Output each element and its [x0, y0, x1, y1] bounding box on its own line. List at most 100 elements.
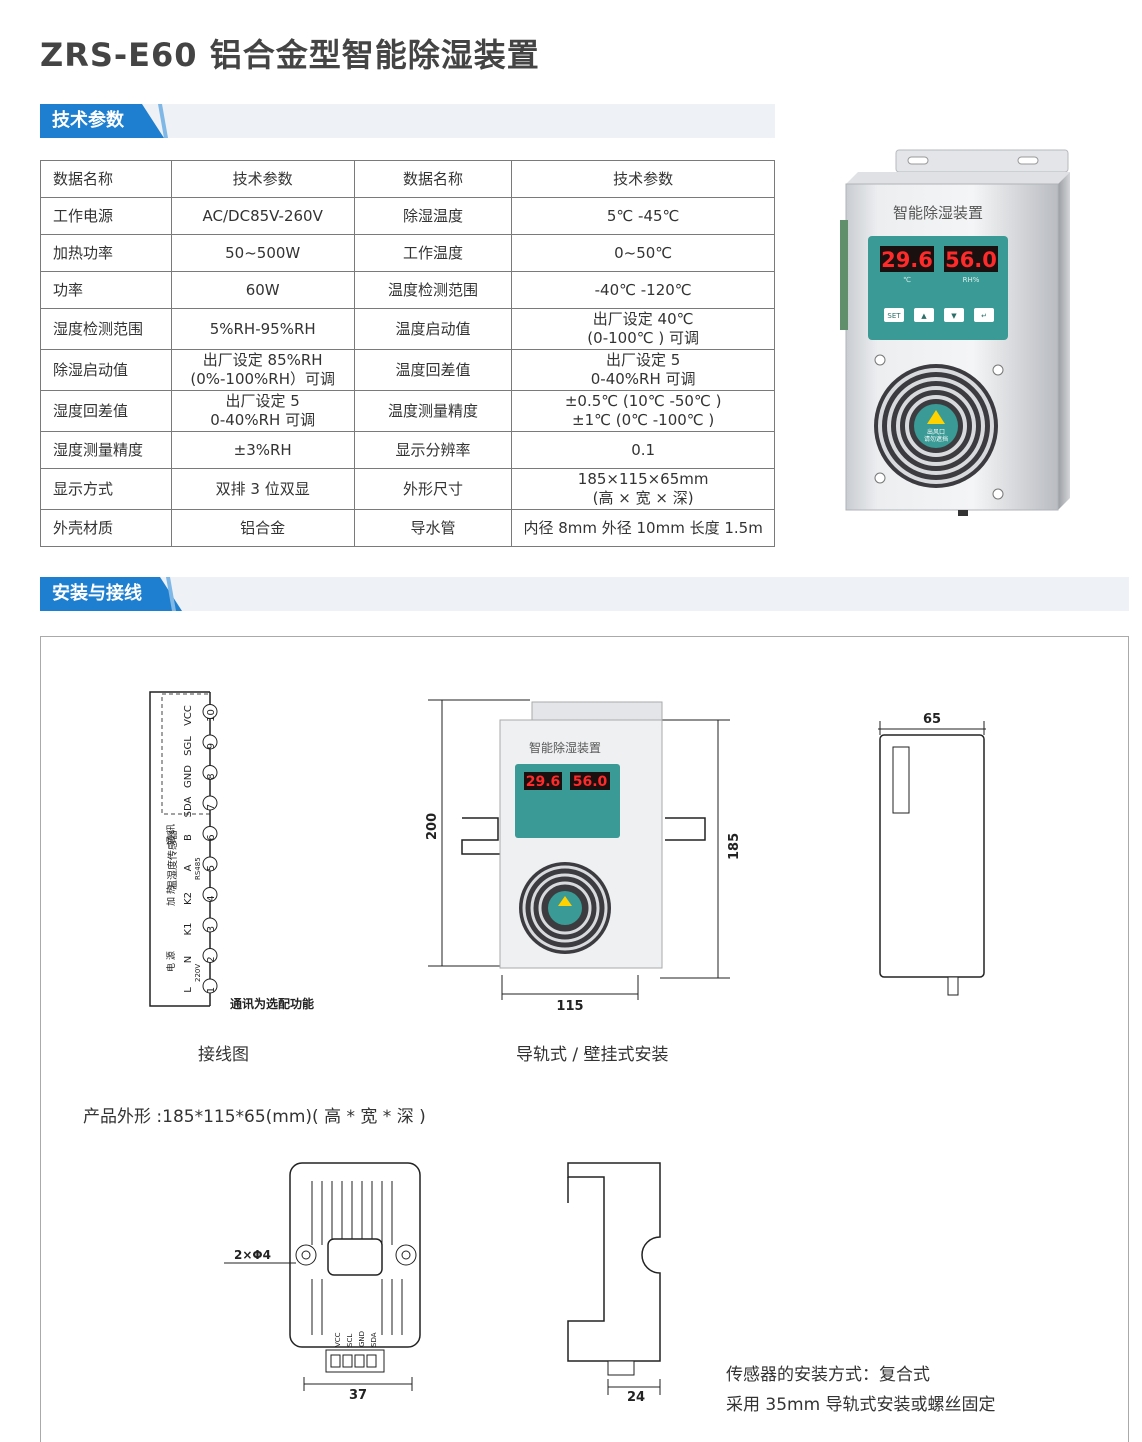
spec-row: 外壳材质铝合金导水管内径 8mm 外径 10mm 长度 1.5m	[40, 509, 775, 547]
sensor-pin-label: SDA	[370, 1332, 378, 1347]
page-title: ZRS-E60 铝合金型智能除湿装置	[40, 36, 540, 74]
spec-cell-text: 导水管	[410, 518, 456, 537]
rail-mount-drawing: 200 185 115 智能除湿装置 29.6 56.0	[425, 699, 742, 1014]
svg-text:65: 65	[923, 712, 941, 727]
svg-text:220V: 220V	[194, 964, 202, 982]
svg-text:加 热: 加 热	[165, 885, 177, 906]
spec-header-cell: 数据名称	[40, 160, 172, 198]
spec-value-cell: 内径 8mm 外径 10mm 长度 1.5m	[511, 509, 775, 547]
svg-text:℃: ℃	[903, 276, 911, 284]
spec-name-cell: 显示分辨率	[353, 431, 513, 469]
svg-text:24: 24	[627, 1390, 645, 1405]
spec-cell-text: 湿度回差值	[53, 401, 129, 420]
svg-text:37: 37	[349, 1388, 367, 1403]
spec-table: 数据名称技术参数数据名称技术参数工作电源 AC/DC85V-260V 除湿温度 5℃ …	[40, 160, 775, 547]
sensor-mount-line-2: 采用 35mm 导轨式安装或螺丝固定	[726, 1395, 996, 1415]
spec-value-cell: 双排 3 位双显	[170, 468, 355, 510]
spec-cell-text: 外形尺寸	[402, 479, 463, 498]
terminal-label: VCC	[183, 705, 194, 726]
spec-cell-text: 0-40%RH 可调	[590, 370, 696, 388]
terminal-number: 7	[206, 804, 217, 810]
install-section-bar: 安装与接线	[40, 577, 1129, 611]
spec-cell-text: 湿度测量精度	[53, 440, 144, 459]
terminal-circle	[202, 734, 218, 750]
spec-cell-text: 工作温度	[402, 243, 463, 262]
spec-name-cell: 温度回差值	[353, 349, 513, 391]
terminal-circle	[202, 826, 218, 841]
spec-header-row: 数据名称技术参数数据名称技术参数	[40, 160, 775, 198]
spec-cell-text: (0-100℃ ) 可调	[587, 329, 699, 347]
spec-cell-text: 外壳材质	[53, 518, 114, 537]
spec-cell-text: 0~50℃	[614, 243, 673, 262]
svg-text:温湿度传感器: 温湿度传感器	[166, 830, 179, 890]
wiring-caption: 接线图	[198, 1045, 249, 1065]
install-panel	[40, 636, 1129, 1442]
spec-name-cell: 湿度检测范围	[40, 308, 172, 350]
terminal-circle	[202, 856, 218, 872]
spec-value-cell: 出厂设定 40℃(0-100℃ ) 可调	[511, 308, 775, 350]
spec-value-cell: 0~50℃	[511, 234, 775, 272]
spec-name-cell: 温度检测范围	[353, 271, 513, 309]
spec-cell-text: 0.1	[631, 440, 656, 459]
spec-cell-text: ±3%RH	[233, 440, 292, 459]
terminal-circle	[202, 704, 218, 719]
spec-cell-text: 加热功率	[53, 243, 114, 262]
svg-text:200: 200	[425, 813, 440, 840]
spec-cell-text: 工作电源	[53, 206, 114, 225]
terminal-label: GND	[183, 765, 194, 788]
spec-cell-text: 显示方式	[53, 479, 114, 498]
spec-cell-text: 出厂设定 5	[225, 392, 300, 410]
terminal-number: 5	[206, 865, 217, 871]
spec-name-cell: 湿度回差值	[40, 390, 172, 432]
spec-cell-text: AC/DC85V-260V	[202, 206, 323, 225]
bar-stripe	[158, 104, 168, 138]
spec-cell-text: 双排 3 位双显	[215, 479, 310, 498]
terminal-number: 3	[206, 926, 217, 932]
svg-text:29.6: 29.6	[881, 248, 933, 272]
svg-text:29.6: 29.6	[526, 774, 561, 790]
svg-text:56.0: 56.0	[945, 248, 997, 272]
spec-cell-text: 5%RH-95%RH	[209, 319, 316, 338]
svg-text:通讯为选配功能: 通讯为选配功能	[230, 996, 314, 1011]
spec-name-cell: 温度测量精度	[353, 390, 513, 432]
spec-cell-text: 温度回差值	[395, 360, 471, 379]
spec-cell-text: 5℃ -45℃	[606, 206, 680, 225]
spec-cell-text: 0-40%RH 可调	[210, 411, 316, 429]
spec-cell-text: 显示分辨率	[395, 440, 471, 459]
svg-text:通 讯: 通 讯	[166, 824, 177, 845]
svg-text:115: 115	[556, 999, 583, 1014]
spec-cell-text: 出厂设定 40℃	[592, 310, 694, 328]
spec-cell-text: 温度测量精度	[387, 401, 478, 420]
spec-header-cell: 数据名称	[353, 160, 513, 198]
terminal-circle	[202, 795, 218, 811]
spec-name-cell: 除湿温度	[353, 197, 513, 235]
terminal-label: N	[183, 956, 194, 963]
spec-value-cell: 5℃ -45℃	[511, 197, 775, 235]
clip-drawing: 24	[567, 1162, 661, 1405]
terminal-number: 10	[206, 709, 217, 722]
terminal-label: K2	[183, 892, 194, 905]
spec-header-cell: 技术参数	[170, 160, 355, 198]
svg-text:2×Φ4: 2×Φ4	[234, 1248, 271, 1262]
spec-cell-text: -40℃ -120℃	[594, 280, 692, 299]
svg-text:↵: ↵	[981, 312, 987, 320]
product-shape-text: 产品外形 :185*115*65(mm)( 高 * 宽 * 深 )	[83, 1107, 426, 1127]
side-view-drawing: 65	[878, 712, 986, 996]
spec-value-cell: ±0.5℃ (10℃ -50℃ )±1℃ (0℃ -100℃ )	[511, 390, 775, 432]
terminal-number: 4	[206, 895, 217, 901]
terminal-circle	[202, 978, 218, 994]
svg-text:智能除湿装置: 智能除湿装置	[529, 740, 601, 755]
install-section-label: 安装与接线	[40, 577, 182, 611]
spec-name-cell: 显示方式	[40, 468, 172, 510]
spec-value-cell: ±3%RH	[170, 431, 355, 469]
spec-section-label: 技术参数	[40, 104, 164, 138]
sensor-pin-label: GND	[358, 1331, 366, 1347]
spec-name-cell: 除湿启动值	[40, 349, 172, 391]
spec-name-cell: 工作电源	[40, 197, 172, 235]
